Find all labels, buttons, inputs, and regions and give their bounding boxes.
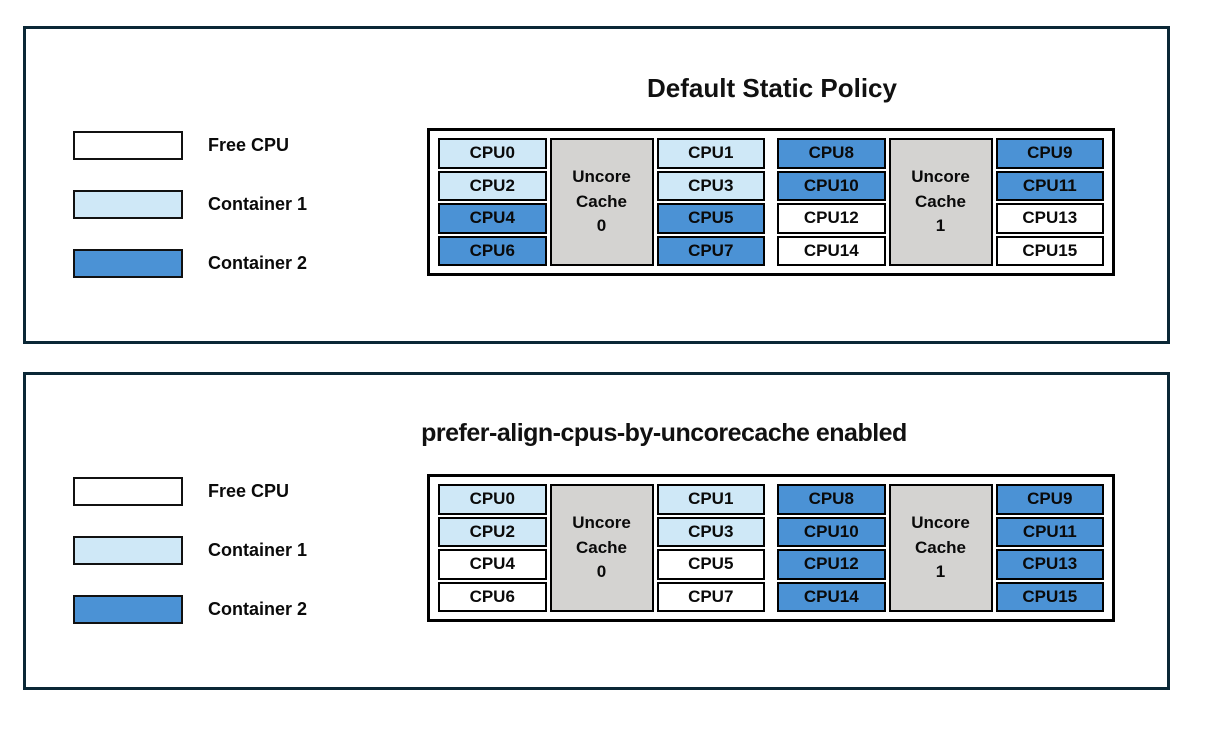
cpu-cell: CPU7 bbox=[656, 581, 765, 612]
cpu-column-left: CPU8 CPU10 CPU12 CPU14 bbox=[777, 484, 886, 612]
cpu-cell: CPU2 bbox=[438, 516, 547, 547]
cpu-cell: CPU1 bbox=[656, 484, 765, 515]
legend-label: Free CPU bbox=[208, 481, 290, 501]
uncore-cache-group-1: CPU8 CPU10 CPU12 CPU14 Uncore Cache 1 CP… bbox=[777, 138, 1104, 266]
cpu-cell: CPU10 bbox=[777, 516, 886, 547]
cpu-cell: CPU12 bbox=[777, 203, 886, 234]
cpu-cell: CPU3 bbox=[656, 170, 765, 201]
uncore-cache-box-0: Uncore Cache 0 bbox=[549, 138, 654, 266]
cpu-cell: CPU0 bbox=[438, 484, 547, 515]
legend-swatch-free-cpu bbox=[73, 131, 183, 160]
uncore-cache-box-0: Uncore Cache 0 bbox=[549, 484, 654, 612]
legend-swatch-container-2 bbox=[73, 595, 183, 624]
cpu-cell: CPU12 bbox=[777, 549, 886, 580]
legend-swatch-container-1 bbox=[73, 536, 183, 565]
cpu-cell: CPU11 bbox=[995, 516, 1104, 547]
legend-swatch-container-1 bbox=[73, 190, 183, 219]
cpu-topology-diagram: CPU0 CPU2 CPU4 CPU6 Uncore Cache 0 CPU1 … bbox=[427, 474, 1115, 622]
cpu-cell: CPU2 bbox=[438, 170, 547, 201]
cpu-cell: CPU3 bbox=[656, 516, 765, 547]
legend-item-free-cpu: Free CPU bbox=[73, 131, 307, 160]
cpu-cell: CPU9 bbox=[995, 138, 1104, 169]
cpu-cell: CPU14 bbox=[777, 581, 886, 612]
cpu-cell: CPU4 bbox=[438, 203, 547, 234]
cpu-column-right: CPU9 CPU11 CPU13 CPU15 bbox=[995, 484, 1104, 612]
cpu-cell: CPU10 bbox=[777, 170, 886, 201]
cpu-cell: CPU9 bbox=[995, 484, 1104, 515]
legend-swatch-free-cpu bbox=[73, 477, 183, 506]
cpu-column-right: CPU1 CPU3 CPU5 CPU7 bbox=[656, 138, 765, 266]
uncore-cache-group-0: CPU0 CPU2 CPU4 CPU6 Uncore Cache 0 CPU1 … bbox=[438, 138, 765, 266]
cpu-cell: CPU6 bbox=[438, 581, 547, 612]
legend-label: Container 1 bbox=[208, 194, 308, 214]
legend-label: Container 2 bbox=[208, 253, 308, 273]
legend-item-container-2: Container 2 bbox=[73, 249, 307, 278]
legend-label: Container 2 bbox=[208, 599, 308, 619]
cpu-cell: CPU13 bbox=[995, 549, 1104, 580]
cpu-column-left: CPU0 CPU2 CPU4 CPU6 bbox=[438, 484, 547, 612]
cpu-cell: CPU5 bbox=[656, 549, 765, 580]
legend-label: Free CPU bbox=[208, 135, 290, 155]
panel-title: Default Static Policy bbox=[647, 73, 897, 103]
uncore-cache-box-1: Uncore Cache 1 bbox=[888, 138, 993, 266]
cpu-cell: CPU7 bbox=[656, 235, 765, 266]
legend-item-container-1: Container 1 bbox=[73, 536, 307, 565]
panel-prefer-align-cpus-by-uncorecache: prefer-align-cpus-by-uncorecache enabled… bbox=[23, 372, 1170, 690]
cpu-column-right: CPU1 CPU3 CPU5 CPU7 bbox=[656, 484, 765, 612]
legend-item-container-1: Container 1 bbox=[73, 190, 307, 219]
cpu-cell: CPU13 bbox=[995, 203, 1104, 234]
cpu-cell: CPU4 bbox=[438, 549, 547, 580]
cpu-cell: CPU11 bbox=[995, 170, 1104, 201]
legend: Free CPU Container 1 Container 2 bbox=[73, 477, 307, 624]
cpu-cell: CPU6 bbox=[438, 235, 547, 266]
uncore-cache-group-1: CPU8 CPU10 CPU12 CPU14 Uncore Cache 1 CP… bbox=[777, 484, 1104, 612]
uncore-cache-box-1: Uncore Cache 1 bbox=[888, 484, 993, 612]
cpu-cell: CPU8 bbox=[777, 138, 886, 169]
cpu-cell: CPU15 bbox=[995, 581, 1104, 612]
cpu-column-left: CPU8 CPU10 CPU12 CPU14 bbox=[777, 138, 886, 266]
cpu-column-right: CPU9 CPU11 CPU13 CPU15 bbox=[995, 138, 1104, 266]
cpu-cell: CPU0 bbox=[438, 138, 547, 169]
legend-item-container-2: Container 2 bbox=[73, 595, 307, 624]
cpu-cell: CPU1 bbox=[656, 138, 765, 169]
cpu-column-left: CPU0 CPU2 CPU4 CPU6 bbox=[438, 138, 547, 266]
cpu-cell: CPU5 bbox=[656, 203, 765, 234]
legend-item-free-cpu: Free CPU bbox=[73, 477, 307, 506]
legend-label: Container 1 bbox=[208, 540, 308, 560]
cpu-cell: CPU14 bbox=[777, 235, 886, 266]
legend-swatch-container-2 bbox=[73, 249, 183, 278]
cpu-topology-diagram: CPU0 CPU2 CPU4 CPU6 Uncore Cache 0 CPU1 … bbox=[427, 128, 1115, 276]
panel-title: prefer-align-cpus-by-uncorecache enabled bbox=[421, 419, 907, 447]
panel-default-static-policy: Default Static Policy Free CPU Container… bbox=[23, 26, 1170, 344]
uncore-cache-group-0: CPU0 CPU2 CPU4 CPU6 Uncore Cache 0 CPU1 … bbox=[438, 484, 765, 612]
legend: Free CPU Container 1 Container 2 bbox=[73, 131, 307, 278]
cpu-cell: CPU15 bbox=[995, 235, 1104, 266]
cpu-cell: CPU8 bbox=[777, 484, 886, 515]
